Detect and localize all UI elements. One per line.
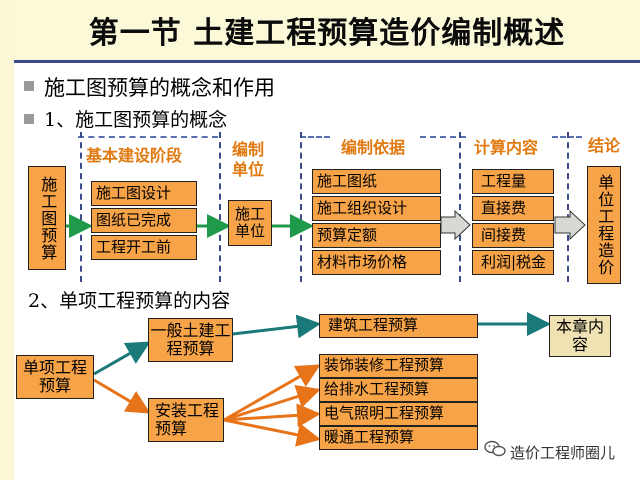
orange-arrow (223, 418, 321, 447)
title-band (14, 0, 640, 60)
bullet-concept-role: 施工图预算的概念和作用 (44, 76, 275, 100)
teal-arrow (232, 314, 321, 339)
header-stage: 基本建设阶段 (86, 146, 183, 165)
left-stripe (0, 0, 14, 480)
header-dash-line (78, 136, 218, 138)
box-calc-profit-tax: 利润|税金 (472, 250, 554, 275)
header-dash-line (420, 136, 466, 138)
box-decoration-budget: 装饰装修工程预算 (319, 354, 478, 378)
box-basis-quota: 预算定额 (312, 223, 441, 248)
box-basis-material-price: 材料市场价格 (312, 250, 441, 275)
box-calc-indirect-cost: 间接费 (472, 223, 554, 248)
header-calc: 计算内容 (474, 138, 539, 157)
box-stage-design: 施工图设计 (91, 181, 197, 206)
box-construction-drawing-budget: 施工图预算 (28, 166, 66, 270)
header-conclusion: 结论 (588, 136, 621, 155)
box-single-project-budget: 单项工程预算 (16, 355, 94, 399)
box-basis-drawings: 施工图纸 (312, 169, 441, 194)
square-bullet-icon (24, 81, 34, 91)
block-arrow (554, 209, 586, 241)
column-separator (219, 132, 221, 282)
box-unit-engineering-cost: 单位工程造价 (587, 166, 621, 284)
box-general-civil-budget: 一般土建工程预算 (148, 318, 233, 362)
header-unit-line2: 单位 (232, 160, 265, 179)
column-separator (300, 132, 302, 282)
bullet-content: 2、单项工程预算的内容 (28, 290, 231, 312)
box-building-budget: 建筑工程预算 (319, 314, 478, 338)
slide-title: 第一节 土建工程预算造价编制概述 (88, 16, 566, 51)
square-bullet-icon (24, 114, 34, 124)
box-stage-before-start: 工程开工前 (91, 235, 197, 260)
column-separator (80, 132, 82, 282)
teal-arrow (93, 341, 151, 376)
box-electrical-budget: 电气照明工程预算 (319, 402, 478, 426)
header-dash-line (300, 136, 330, 138)
box-calc-direct-cost: 直接费 (472, 196, 554, 221)
orange-arrow (93, 378, 151, 414)
orange-arrow (223, 384, 321, 422)
box-calc-quantity: 工程量 (472, 169, 554, 194)
box-hvac-budget: 暖通工程预算 (319, 426, 478, 450)
box-construction-unit: 施工单位 (228, 200, 272, 246)
box-installation-budget: 安装工程预算 (148, 398, 224, 442)
box-basis-organization: 施工组织设计 (312, 196, 441, 221)
column-separator (567, 132, 569, 282)
box-plumbing-budget: 给排水工程预算 (319, 378, 478, 402)
bullet-concept: 1、施工图预算的概念 (44, 109, 228, 131)
wechat-icon (484, 440, 506, 457)
block-arrow (440, 209, 471, 241)
box-stage-completed: 图纸已完成 (91, 208, 197, 233)
watermark-text: 造价工程师圈儿 (510, 444, 616, 462)
orange-arrow (223, 364, 321, 422)
column-separator (459, 132, 461, 282)
header-unit-line1: 编制 (232, 140, 265, 159)
title-rule (14, 60, 640, 63)
orange-arrow (223, 403, 321, 428)
header-basis: 编制依据 (341, 138, 406, 157)
box-chapter-content: 本章内容 (549, 315, 611, 357)
